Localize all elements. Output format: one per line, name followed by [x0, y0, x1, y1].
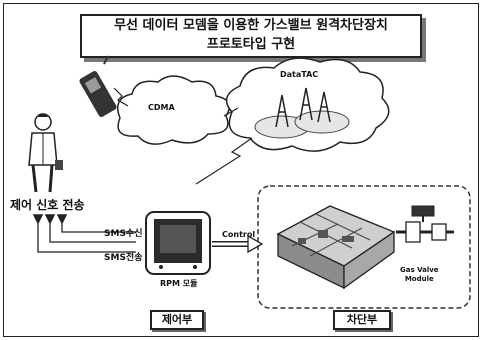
signal-arrows — [32, 214, 136, 253]
rpm-module-label: RPM 모듈 — [160, 279, 198, 288]
shutoff-part-label: 차단부 — [333, 310, 391, 330]
rpm-module-icon — [145, 211, 211, 275]
gas-valve-label-line-2: Module — [404, 275, 434, 283]
figure-frame — [3, 3, 479, 337]
sms-send-label: SMS전송 — [104, 253, 143, 263]
control-part-label: 제어부 — [150, 310, 204, 330]
sms-receive-label: SMS수신 — [104, 229, 143, 239]
datatac-label: DataTAC — [280, 70, 319, 79]
cdma-label: CDMA — [148, 103, 175, 112]
gas-valve-label-line-1: Gas Valve — [400, 266, 439, 274]
shutoff-region — [257, 185, 471, 309]
base-station-tower-icon — [275, 87, 331, 128]
control-signal-label: 제어 신호 전송 — [10, 198, 85, 212]
diagram-title: 무선 데이터 모뎀을 이용한 가스밸브 원격차단장치 프로토타입 구현 — [80, 14, 422, 58]
gas-valve-label: Gas Valve Module — [400, 266, 439, 284]
gas-valve-icon — [396, 205, 454, 243]
control-arrow-label: Control — [222, 230, 256, 239]
house-floorplan — [276, 205, 396, 290]
title-line-2: 프로토타입 구현 — [206, 37, 296, 52]
title-line-1: 무선 데이터 모뎀을 이용한 가스밸브 원격차단장치 — [114, 18, 388, 33]
person-icon — [28, 113, 63, 193]
mobile-phone-icon — [79, 55, 117, 117]
